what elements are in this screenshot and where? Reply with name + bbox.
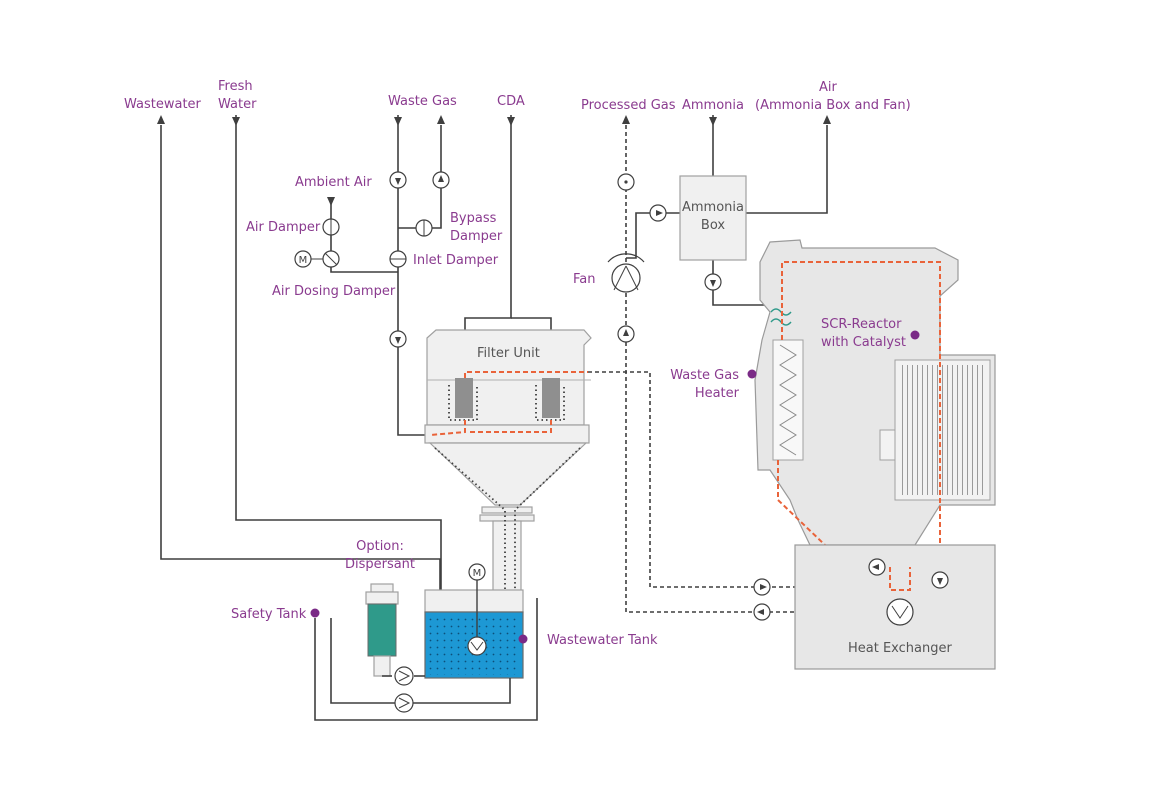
flow-indicator-waste-gas (389, 171, 407, 189)
bypass-line (398, 115, 445, 229)
air-damper-symbol (322, 218, 340, 236)
label-option-dispersant: Option:Dispersant (345, 539, 415, 572)
air-line (746, 115, 831, 214)
label-waste-gas: Waste Gas (388, 94, 457, 109)
wastewater-line (157, 115, 441, 592)
flow-indicator-hx-in (753, 578, 771, 596)
waste-gas-line (394, 115, 430, 436)
label-inlet-damper: Inlet Damper (413, 253, 499, 268)
label-ammonia: Ammonia (682, 98, 744, 113)
label-processed-gas: Processed Gas (581, 98, 676, 113)
label-ambient-air: Ambient Air (295, 175, 372, 190)
label-safety-tank: Safety Tank (231, 607, 307, 622)
label-wastewater-tank: Wastewater Tank (547, 633, 658, 648)
flow-indicator-fan-inlet (617, 325, 635, 343)
label-filter-unit: Filter Unit (477, 346, 540, 361)
wastewater-tank-marker (518, 634, 528, 644)
flow-indicator-filter-inlet (389, 330, 407, 348)
label-air-damper: Air Damper (246, 220, 321, 235)
flow-indicator-hx-internal (868, 558, 886, 576)
flow-indicator-hx-out (753, 603, 771, 621)
label-air: Air(Ammonia Box and Fan) (755, 80, 911, 113)
dispersant-container (365, 583, 425, 677)
motor-symbol-text-air: M (299, 255, 308, 266)
label-heat-exchanger: Heat Exchanger (848, 641, 952, 656)
flow-indicator-processed-gas (617, 173, 635, 191)
ammonia-box (679, 175, 747, 261)
dispersant-pump-icon (394, 666, 414, 686)
tank-heater-icon (467, 636, 487, 656)
inlet-damper-symbol (389, 250, 407, 268)
waste-gas-heater-marker (747, 369, 757, 379)
label-cda: CDA (497, 94, 525, 109)
label-air-dosing-damper: Air Dosing Damper (272, 284, 396, 299)
bypass-damper-symbol (415, 219, 433, 237)
flow-indicator-ammonia (704, 273, 722, 291)
ammonia-line (709, 115, 717, 176)
recirculation-line (330, 618, 511, 704)
air-dosing-damper-symbol (322, 250, 340, 268)
fresh-water-line (232, 115, 442, 592)
label-wastewater: Wastewater (124, 97, 202, 112)
flow-indicator-reactor-out (931, 571, 949, 589)
safety-tank-basin (314, 598, 538, 721)
scr-reactor-marker (910, 330, 920, 340)
label-fan: Fan (573, 272, 596, 287)
wastewater-tank (424, 578, 524, 679)
flow-indicator-fan-air (649, 204, 667, 222)
flow-indicator-bypass (432, 171, 450, 189)
motor-symbol-text-tank: M (473, 568, 482, 579)
filter-unit (424, 329, 592, 592)
fan-icon (607, 253, 645, 293)
tank-motor-icon (468, 563, 486, 581)
waste-gas-to-hx-line (588, 371, 800, 588)
scr-reactor (754, 239, 996, 611)
safety-tank-marker (310, 608, 320, 618)
recirculation-pump-icon (394, 693, 414, 713)
air-dosing-motor-icon (294, 250, 323, 268)
heat-exchanger-icon (886, 598, 914, 626)
